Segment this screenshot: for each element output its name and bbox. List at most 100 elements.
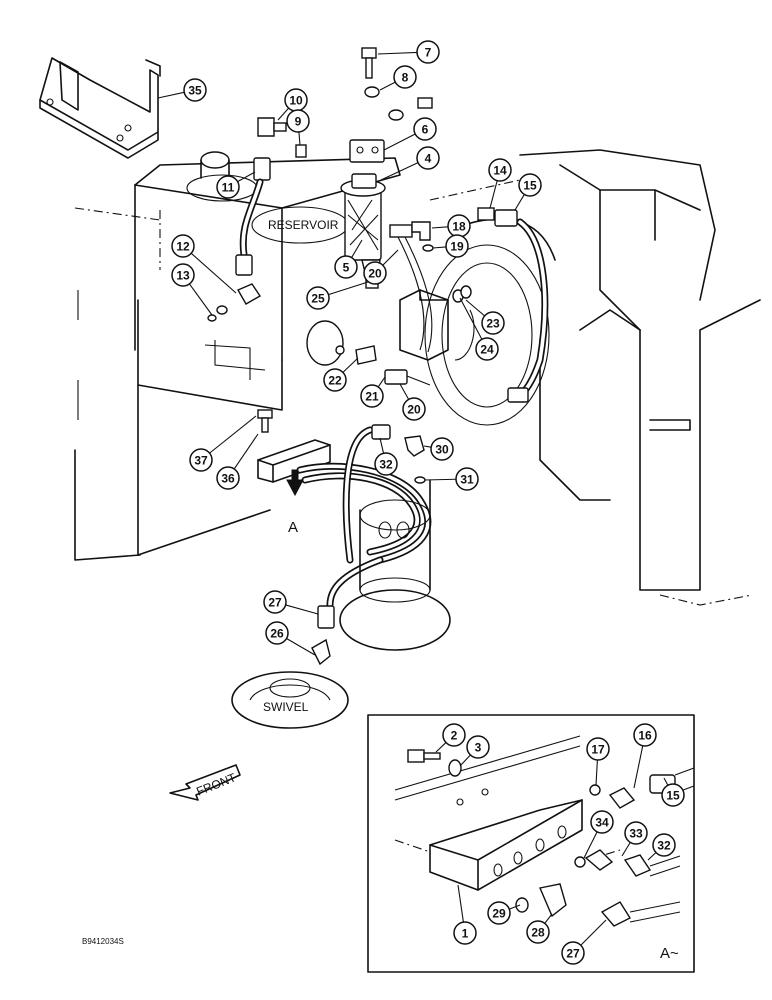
callout-number: 25 <box>311 292 325 306</box>
callout-number: 4 <box>425 152 432 166</box>
callout-circle <box>216 466 240 490</box>
callout-leader <box>424 478 457 481</box>
callout-leader <box>583 831 598 859</box>
callout-number: 17 <box>591 743 605 757</box>
swivel-housing <box>339 479 451 651</box>
callout-number: 29 <box>492 907 506 921</box>
callout-number: 8 <box>402 71 409 85</box>
callout-leader <box>189 283 213 316</box>
callout-circle <box>306 286 330 310</box>
callout-24: 24 <box>459 297 499 361</box>
callout-number: 6 <box>422 123 429 137</box>
callout-number: 12 <box>176 240 190 254</box>
callout-leader <box>286 638 316 656</box>
callout-leader <box>399 383 410 400</box>
callout-circle <box>661 783 685 807</box>
callout-circle <box>445 234 469 258</box>
callout-31: 31 <box>424 467 479 491</box>
callout-circle <box>393 65 417 89</box>
callout-leader <box>379 437 385 454</box>
callout-circle <box>442 723 466 747</box>
callout-6: 6 <box>383 117 437 151</box>
detail-a-label: A~ <box>660 945 679 962</box>
callout-leader <box>595 759 598 786</box>
callout-number: 7 <box>425 46 432 60</box>
callout-circle <box>430 437 454 461</box>
callout-circle <box>363 261 387 285</box>
callout-leader <box>233 433 259 470</box>
callout-number: 37 <box>194 454 208 468</box>
callout-leader <box>380 162 419 181</box>
tank-outlet <box>306 320 431 386</box>
callout-8: 8 <box>379 65 417 91</box>
callout-23: 23 <box>465 299 505 335</box>
callout-leader <box>457 884 464 923</box>
callout-leader <box>277 107 290 121</box>
callout-leader <box>621 842 631 857</box>
callout-25: 25 <box>306 281 369 310</box>
callout-leader <box>383 133 416 151</box>
callout-15: 15 <box>514 173 542 211</box>
callout-circle <box>466 735 490 759</box>
callout-circle <box>481 311 505 335</box>
hose-15 <box>477 207 549 403</box>
top-fasteners <box>257 47 433 158</box>
callout-leader <box>382 249 399 266</box>
callout-number: 32 <box>379 458 393 472</box>
callout-leader <box>459 754 471 767</box>
callout-leader <box>285 604 319 615</box>
callout-circle <box>526 920 550 944</box>
manifold-and-hoses <box>257 409 432 629</box>
callout-circle <box>487 901 511 925</box>
callout-number: 30 <box>435 443 449 457</box>
callout-circle <box>453 921 477 945</box>
callout-33: 33 <box>621 821 648 857</box>
callout-leader <box>509 904 521 910</box>
callout-2: 2 <box>435 723 466 753</box>
view-a-arrow <box>286 469 304 497</box>
callout-leader <box>298 131 301 146</box>
callout-14: 14 <box>488 158 512 209</box>
callout-15: 15 <box>661 777 685 807</box>
callout-number: 21 <box>365 390 379 404</box>
callout-leader <box>377 51 418 55</box>
callout-leader <box>459 297 483 340</box>
callout-number: 13 <box>176 269 190 283</box>
callout-circle <box>189 448 213 472</box>
detail-a-box <box>367 714 695 973</box>
callout-number: 20 <box>407 403 421 417</box>
callout-circle <box>360 384 384 408</box>
front-arrow <box>169 764 241 801</box>
callout-number: 2 <box>451 729 458 743</box>
callout-circle <box>475 337 499 361</box>
callout-leader <box>633 745 644 789</box>
callout-21: 21 <box>360 376 386 408</box>
callout-circle <box>263 590 287 614</box>
callout-20: 20 <box>363 249 399 285</box>
callout-22: 22 <box>323 357 359 392</box>
callout-18: 18 <box>431 214 471 238</box>
callout-37: 37 <box>189 415 257 472</box>
callout-16: 16 <box>633 723 657 789</box>
callout-circle <box>624 821 648 845</box>
callout-number: 20 <box>368 267 382 281</box>
callout-27: 27 <box>263 590 319 615</box>
callout-leader <box>379 81 396 91</box>
callout-circle <box>286 109 310 133</box>
swivel-base <box>231 638 349 729</box>
callout-35: 35 <box>157 78 207 102</box>
callout-leader <box>647 852 657 861</box>
callout-circle <box>590 810 614 834</box>
callout-number: 22 <box>328 374 342 388</box>
callout-number: 11 <box>222 181 235 195</box>
callout-32: 32 <box>374 437 398 476</box>
callout-3: 3 <box>459 735 490 767</box>
callout-circle <box>334 255 358 279</box>
callout-number: 9 <box>295 115 302 129</box>
callout-leader <box>435 742 447 753</box>
callout-circle <box>518 173 542 197</box>
callout-10: 10 <box>277 88 308 121</box>
callout-leader <box>328 281 369 296</box>
callout-circle <box>633 723 657 747</box>
